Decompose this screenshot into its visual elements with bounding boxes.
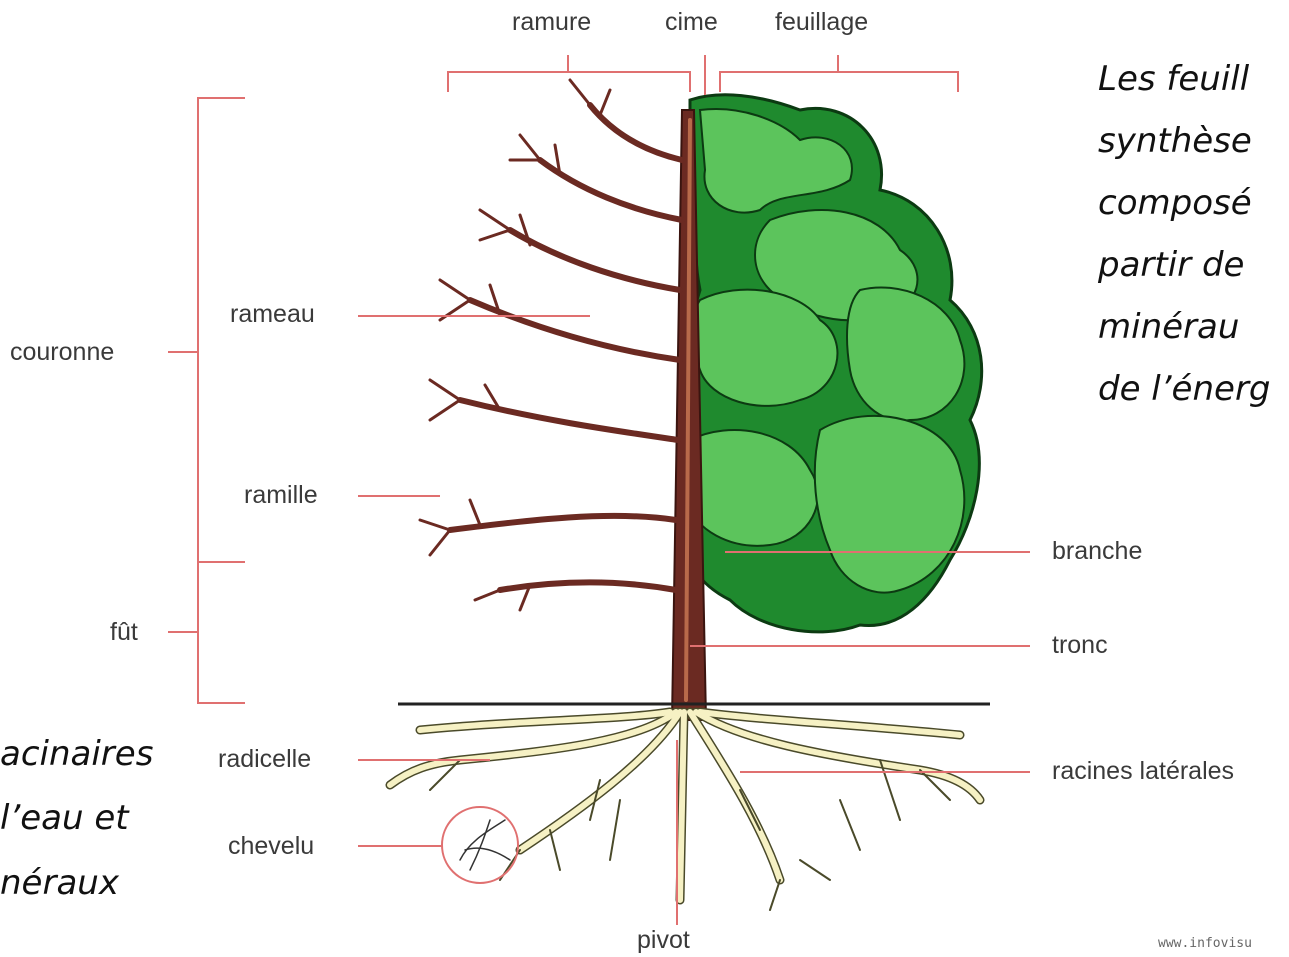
label-racines-laterales: racines latérales [1052,759,1234,784]
trunk-illustration [420,80,706,720]
note-leaves-line-2: synthèse [1098,124,1252,158]
label-fut: fût [110,620,138,645]
label-pivot: pivot [637,928,690,953]
credit-watermark: www.infovisu [1158,936,1252,951]
label-ramure: ramure [512,10,591,35]
label-chevelu: chevelu [228,834,314,859]
note-leaves-line-5: minérau [1098,310,1239,344]
note-roots-line-3: néraux [0,866,119,900]
label-cime: cime [665,10,718,35]
note-leaves-line-3: composé [1098,186,1252,220]
note-leaves-line-1: Les feuill [1098,62,1249,96]
label-couronne: couronne [10,340,114,365]
roots-illustration [390,712,980,910]
label-ramille: ramille [244,483,318,508]
label-tronc: tronc [1052,633,1108,658]
label-rameau: rameau [230,302,315,327]
note-leaves-line-6: de l’énerg [1098,372,1271,406]
label-feuillage: feuillage [775,10,868,35]
note-leaves-line-4: partir de [1098,248,1244,282]
note-roots-line-1: acinaires [0,737,153,771]
label-radicelle: radicelle [218,747,311,772]
label-branche: branche [1052,539,1142,564]
note-roots-line-2: l’eau et [0,801,129,835]
